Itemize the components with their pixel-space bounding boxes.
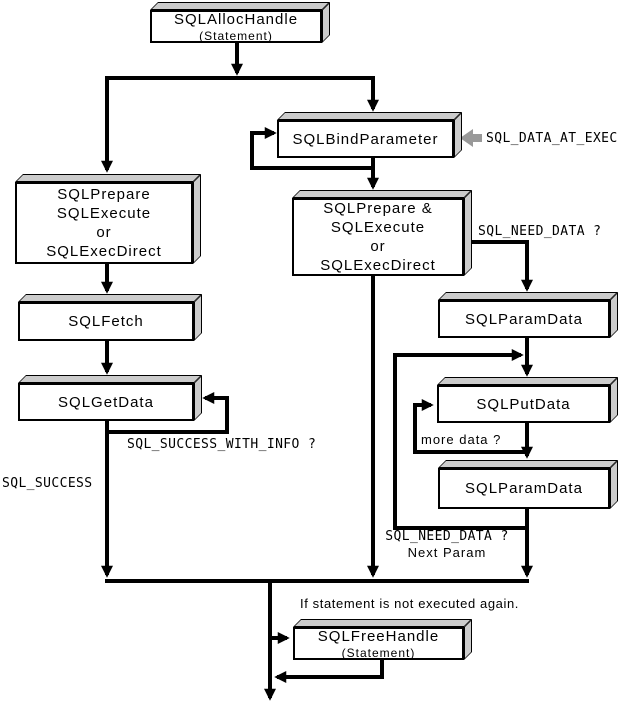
node-label: or (370, 238, 386, 255)
split-line-left-right (101, 76, 379, 173)
node-label: SQLAllocHandle (173, 11, 299, 28)
node-label: SQLExecDirect (320, 257, 436, 274)
data-at-exec-arrow-icon (460, 129, 482, 147)
node-label: SQLExecute (56, 205, 152, 222)
node-sqlgetdata: SQLGetData (18, 383, 194, 421)
node-label: SQLPrepare (57, 186, 151, 203)
label-sql-success: SQL_SUCCESS (2, 476, 93, 491)
node-sqlfetch: SQLFetch (18, 302, 194, 341)
node-label: SQLExecute (330, 219, 426, 236)
node-sublabel: (Statement) (199, 29, 273, 43)
node-sqlparamdata-2: SQLParamData (438, 468, 610, 509)
label-more-data: more data ? (421, 432, 502, 447)
node-sqlparamdata-1: SQLParamData (438, 300, 610, 338)
arrow-freehandle-return (274, 659, 384, 683)
label-sql-data-at-exec: SQL_DATA_AT_EXEC (486, 131, 618, 146)
label-sql-need-data: SQL_NEED_DATA ? (478, 224, 602, 239)
node-label: SQLExecDirect (46, 243, 162, 260)
node-sqlbindparameter: SQLBindParameter (277, 120, 454, 158)
node-label: SQLBindParameter (292, 130, 439, 148)
node-label: SQLFreeHandle (317, 628, 440, 645)
node-sqlprepare-execute-right: SQLPrepare & SQLExecute or SQLExecDirect (292, 198, 464, 276)
node-sqlfreehandle: SQLFreeHandle (Statement) (293, 627, 464, 660)
node-label: SQLGetData (58, 393, 154, 411)
node-sqlprepare-execute-left: SQLPrepare SQLExecute or SQLExecDirect (15, 182, 193, 264)
getdata-success-with-info-loop (107, 392, 229, 434)
node-sublabel: (Statement) (341, 646, 416, 660)
label-line: Next Param (407, 545, 487, 560)
next-param-loop (393, 349, 527, 530)
label-sql-need-data-next-param: SQL_NEED_DATA ? Next Param (383, 529, 511, 560)
node-label: SQLParamData (465, 480, 583, 497)
label-sql-success-with-info: SQL_SUCCESS_WITH_INFO ? (127, 437, 317, 452)
node-label: SQLFetch (68, 313, 144, 330)
arrow-need-data-to-paramdata1 (463, 240, 533, 292)
node-sqlallochandle: SQLAllocHandle (Statement) (150, 10, 322, 43)
node-label: SQLPutData (476, 395, 571, 413)
label-line: SQL_NEED_DATA ? (385, 529, 509, 544)
label-if-statement-not-executed: If statement is not executed again. (300, 596, 520, 611)
bind-rebind-loop (250, 127, 373, 170)
node-label: SQLPrepare & (323, 200, 433, 217)
node-label: SQLParamData (465, 310, 583, 328)
node-sqlputdata: SQLPutData (437, 385, 610, 423)
node-label: or (96, 224, 112, 241)
more-data-loop (413, 399, 527, 454)
